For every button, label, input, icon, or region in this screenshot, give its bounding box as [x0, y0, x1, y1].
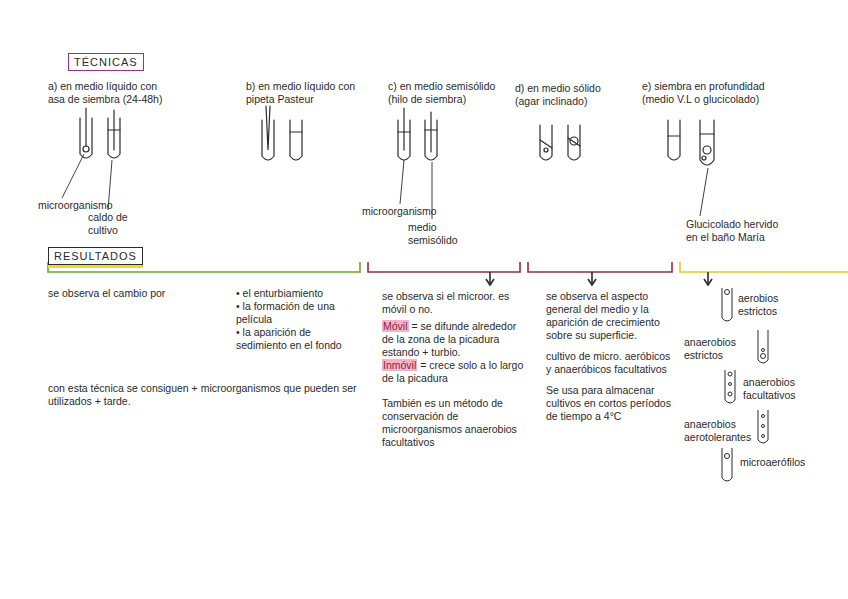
note-text: microaerófilos: [740, 456, 836, 469]
highlighted-term: Inmóvil: [382, 359, 417, 371]
note-group: e) siembra en profundidad(medio V.L o gl…: [642, 80, 844, 106]
note-text: anaerobios aerotolerantes: [684, 418, 756, 444]
note-text: a) en medio líquido con asa de siembra (…: [48, 80, 170, 106]
note-text: se observa si el microor. es móvil o no.: [382, 290, 524, 316]
spacer: [382, 385, 524, 397]
note-text: e) siembra en profundidad: [642, 80, 844, 93]
note-text: • la formación de una película: [236, 300, 362, 326]
test-tubes: [80, 106, 714, 165]
note-group: medio semisólido: [408, 221, 478, 247]
note-group: se observa si el microor. es móvil o no.…: [382, 290, 524, 449]
note-group: microorganismo: [38, 199, 130, 212]
note-text: Se usa para almacenar cultivos en cortos…: [546, 384, 676, 423]
section-heading-box: RESULTADOS: [48, 247, 143, 265]
note-paragraph: Inmóvil= crece solo a lo largo de la pic…: [382, 359, 524, 385]
note-text: se observa el cambio por: [48, 287, 234, 300]
section-heading: RESULTADOS: [54, 250, 137, 262]
note-text: cultivo de micro. aeróbicos y anaeróbico…: [546, 350, 676, 376]
note-group: se observa el cambio por: [48, 287, 234, 300]
note-group: c) en medio semisólido (hilo de siembra): [388, 80, 500, 106]
note-group: a) en medio líquido con asa de siembra (…: [48, 80, 170, 106]
note-group: d) en medio sólido (agar inclinado): [515, 82, 627, 108]
note-text: aerobios estrictos: [738, 292, 818, 318]
note-text: anaerobios facultativos: [743, 376, 839, 402]
note-group: Glucicolado hervido en el baño María: [686, 218, 780, 244]
note-group: se observa el aspecto general del medio …: [546, 290, 676, 423]
note-text: • el enturbiamiento: [236, 287, 362, 300]
highlighted-term: Móvil: [382, 320, 409, 332]
note-group: microorganismo: [362, 205, 454, 218]
note-text: se observa el aspecto general del medio …: [546, 290, 676, 342]
note-group: b) en medio líquido con pipeta Pasteur: [246, 80, 368, 106]
note-group: microaerófilos: [740, 456, 836, 469]
section-heading-box: TÉCNICAS: [68, 53, 144, 71]
note-group: con esta técnica se consiguen + microorg…: [48, 382, 378, 408]
note-group: aerobios estrictos: [738, 292, 818, 318]
note-group: • el enturbiamiento• la formación de una…: [236, 287, 362, 352]
note-group: anaerobios facultativos: [743, 376, 839, 402]
note-text: • la aparición de sedimiento en el fondo: [236, 326, 362, 352]
leader-lines: [62, 154, 708, 219]
note-text: microorganismo: [362, 205, 454, 218]
note-text: b) en medio líquido con pipeta Pasteur: [246, 80, 368, 106]
note-group: anaerobios aerotolerantes: [684, 418, 756, 444]
section-heading: TÉCNICAS: [74, 56, 138, 68]
note-paragraph: Móvil= se difunde alrededor de la zona d…: [382, 320, 524, 359]
note-text: caldo de cultivo: [88, 211, 150, 237]
brackets: [48, 262, 848, 285]
note-text: Glucicolado hervido en el baño María: [686, 218, 780, 244]
note-text: (medio V.L o glucicolado): [642, 93, 844, 106]
note-group: caldo de cultivo: [88, 211, 150, 237]
note-text: c) en medio semisólido (hilo de siembra): [388, 80, 500, 106]
note-text: anaerobios estrictos: [684, 336, 756, 362]
spacer: [546, 376, 676, 384]
note-text: También es un método de conservación de …: [382, 397, 524, 449]
note-text: microorganismo: [38, 199, 130, 212]
note-text: d) en medio sólido (agar inclinado): [515, 82, 627, 108]
note-group: anaerobios estrictos: [684, 336, 756, 362]
note-text: medio semisólido: [408, 221, 478, 247]
spacer: [546, 342, 676, 350]
note-text: con esta técnica se consiguen + microorg…: [48, 382, 378, 408]
